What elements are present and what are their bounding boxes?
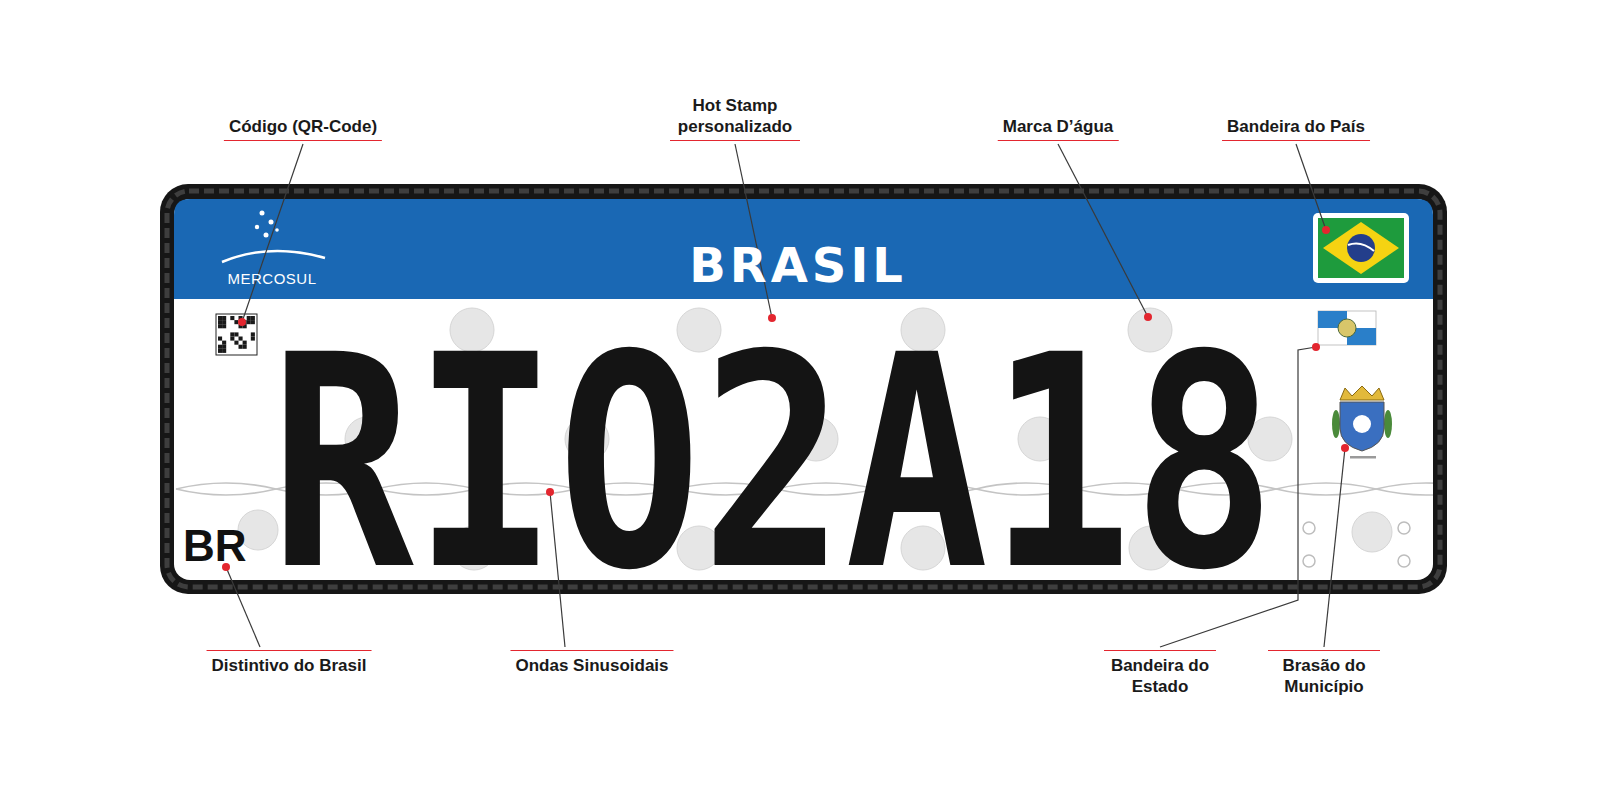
state-flag [1318, 311, 1376, 345]
license-plate: RIO2A18BRMERCOSULBRASIL [160, 184, 1447, 594]
leader-lines [226, 144, 1345, 647]
blue-band [174, 199, 1433, 299]
callout-label: Ondas Sinusoidais [510, 650, 673, 676]
plate-characters: RIO2A18 [270, 292, 1276, 634]
qr-code [216, 314, 257, 355]
mercosul-logo [222, 211, 325, 263]
callout-label: Hot Stamp personalizado [670, 95, 800, 142]
country-band: MERCOSUL BRASIL [174, 199, 1433, 299]
callout-label: Brasão do Município [1268, 650, 1380, 698]
country-flag [1313, 213, 1409, 283]
mercosul-logo-text: MERCOSUL [227, 270, 316, 287]
callout-label: Distintivo do Brasil [207, 650, 372, 676]
callout-label: Bandeira do País [1222, 116, 1370, 141]
fixing-marks [1303, 522, 1410, 567]
callout-label: Código (QR-Code) [224, 116, 382, 141]
callout-label: Marca D’água [998, 116, 1119, 141]
country-name: BRASIL [689, 237, 907, 293]
coat-of-arms [1332, 386, 1392, 459]
callout-label: Bandeira do Estado [1104, 650, 1216, 698]
country-code: BR [183, 521, 247, 571]
